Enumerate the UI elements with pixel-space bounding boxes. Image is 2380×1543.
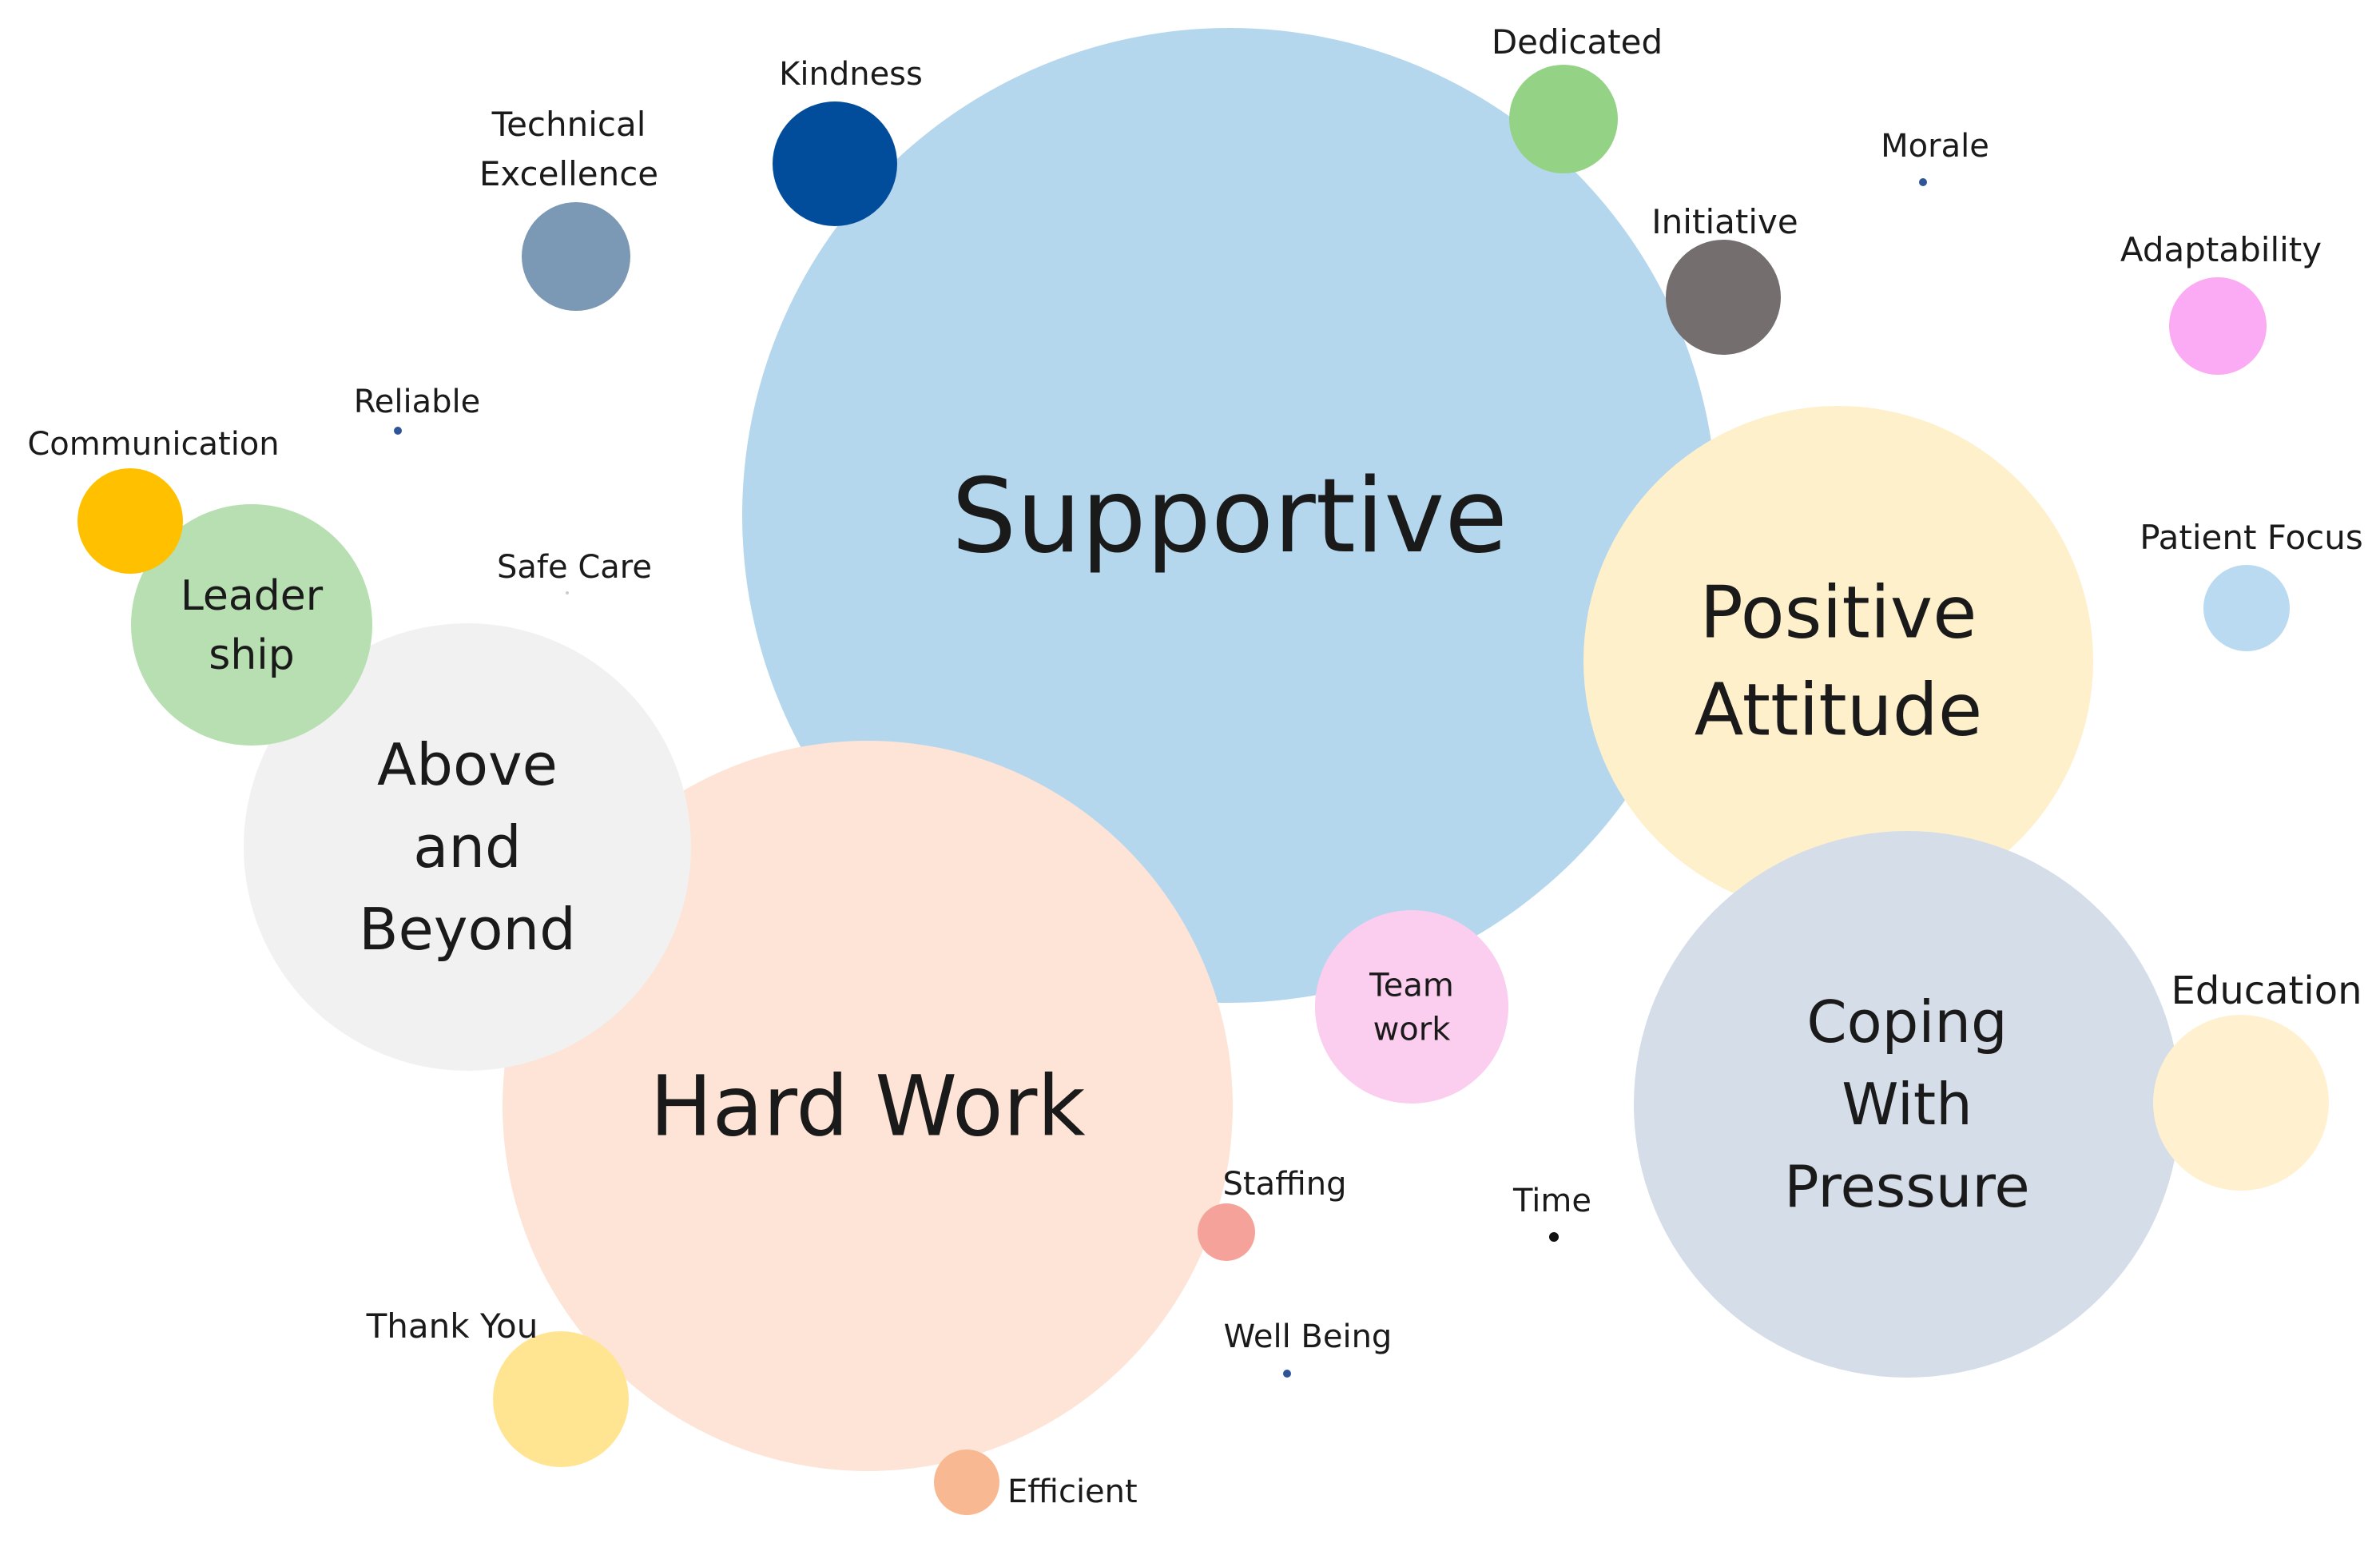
bubble-label-line: Pressure [1784,1153,2029,1220]
bubble-label-morale: Morale [1881,128,1989,165]
bubble-label-line: Beyond [359,896,576,963]
bubble-above-and-beyond [244,623,691,1071]
bubble-label-line: Supportive [952,457,1508,576]
bubble-label-well-being: Well Being [1224,1318,1393,1355]
bubble-layer [77,28,2329,1515]
bubble-label-hard-work: Hard Work [650,1057,1085,1155]
bubble-patient-focus [2203,565,2290,651]
bubble-positive-attitude [1583,406,2093,916]
bubble-label-line: Time [1512,1183,1591,1219]
bubble-label-line: Efficient [1007,1473,1138,1510]
bubble-supportive [742,28,1717,1003]
bubble-label-thank-you: Thank You [366,1306,538,1346]
bubble-adaptability [2169,277,2267,375]
bubble-label-line: Kindness [779,56,923,93]
bubble-label-leadership: Leader ship [181,572,324,679]
bubble-label-line: Adaptability [2120,230,2322,269]
bubble-label-line: and [413,813,521,881]
bubble-label-line: Initiative [1651,202,1798,241]
bubble-label-line: Coping [1806,988,2007,1056]
bubble-well-being [1283,1370,1291,1378]
bubble-efficient [934,1450,999,1515]
bubble-label-line: ship [209,631,295,679]
bubble-label-initiative: Initiative [1651,202,1798,241]
bubble-safe-care [566,591,569,595]
bubble-label-line: Education [2171,968,2362,1013]
bubble-label-communication: Communication [27,426,279,463]
bubble-label-line: work [1373,1012,1452,1048]
bubble-coping-with-pressure [1634,831,2180,1378]
bubble-label-line: Technical [491,105,646,144]
bubble-label-line: Leader [181,572,324,620]
bubble-label-line: With [1842,1071,1972,1138]
bubble-time [1549,1232,1559,1242]
bubble-label-education: Education [2171,968,2362,1013]
bubble-label-line: Excellence [479,154,658,193]
bubble-reliable [394,427,402,435]
bubble-label-line: Thank You [366,1306,538,1346]
bubble-label-safe-care: Safe Care [497,549,652,586]
bubble-label-line: Well Being [1224,1318,1393,1355]
bubble-label-reliable: Reliable [354,384,480,420]
bubble-technical-excellence [522,202,630,311]
bubble-morale [1919,178,1927,186]
bubble-label-line: Morale [1881,128,1989,165]
bubble-hard-work [503,741,1233,1471]
bubble-leadership [131,504,372,746]
bubble-label-efficient: Efficient [1007,1473,1138,1510]
bubble-communication [77,468,183,574]
bubble-label-line: Safe Care [497,549,652,586]
bubble-label-line: Attitude [1695,669,1982,753]
bubble-label-line: Positive [1700,571,1977,655]
bubble-team-work [1315,910,1508,1104]
bubble-label-supportive: Supportive [952,457,1508,576]
bubble-label-line: Team [1369,968,1454,1004]
bubble-label-line: Above [377,731,558,798]
bubble-kindness [773,101,897,226]
bubble-label-dedicated: Dedicated [1492,22,1663,62]
bubble-label-line: Reliable [354,384,480,420]
bubble-initiative [1666,240,1781,355]
bubble-education [2153,1015,2329,1191]
bubble-label-kindness: Kindness [779,56,923,93]
bubble-label-line: Dedicated [1492,22,1663,62]
bubble-thank-you [493,1331,629,1467]
bubble-label-line: Patient Focus [2140,518,2363,557]
bubble-label-adaptability: Adaptability [2120,230,2322,269]
bubble-label-team-work: Team work [1369,968,1454,1048]
bubble-label-time: Time [1512,1183,1591,1219]
bubble-label-patient-focus: Patient Focus [2140,518,2363,557]
bubble-label-line: Hard Work [650,1057,1085,1155]
bubble-staffing [1198,1203,1255,1261]
bubble-label-staffing: Staffing [1223,1166,1347,1203]
bubble-label-line: Staffing [1223,1166,1347,1203]
bubble-dedicated [1509,65,1618,173]
bubble-label-line: Communication [27,426,279,463]
